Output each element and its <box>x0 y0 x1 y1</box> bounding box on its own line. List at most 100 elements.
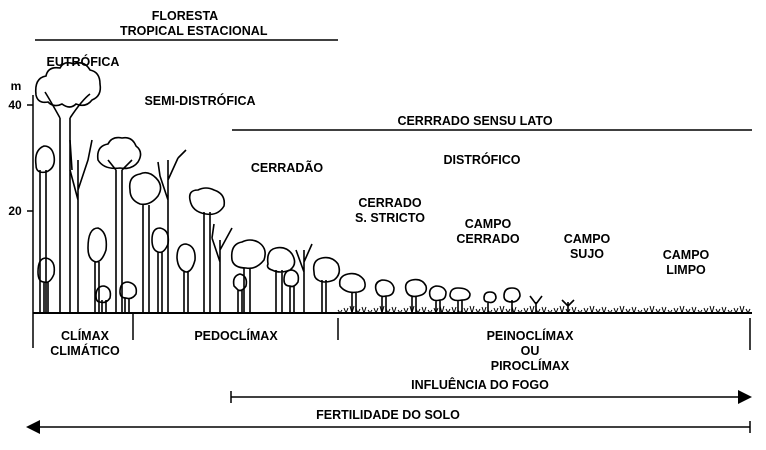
label-campo-sujo: CAMPO SUJO <box>537 232 637 262</box>
cerrado-stricto-line1: CERRADO <box>358 196 422 210</box>
climax-climatico-line1: CLÍMAX <box>61 329 109 343</box>
grass-tuft <box>499 305 505 314</box>
grass-tuft <box>373 307 379 314</box>
height-axis <box>27 95 34 313</box>
tree-stricto-4 <box>428 285 447 313</box>
shrub-campo-2 <box>503 287 521 313</box>
grass-tuft <box>403 307 409 314</box>
tree-stricto-2 <box>374 279 395 313</box>
grass-tuft <box>673 307 679 314</box>
grass-tuft <box>631 306 637 314</box>
grass-tuft <box>463 307 469 314</box>
tree-emergent <box>44 91 91 313</box>
tree-emergent-crown <box>34 61 102 108</box>
forest-trees <box>34 61 575 313</box>
grass-tuft <box>481 306 487 314</box>
grass-tuft <box>547 309 553 314</box>
grass-tuft <box>559 305 565 314</box>
grass-tuft <box>361 306 367 314</box>
shrub-forest-5 <box>176 243 196 313</box>
tree-branched-1 <box>69 139 93 313</box>
grass-tuft <box>475 308 481 314</box>
climax-climatico-line2: CLIMÁTICO <box>50 344 120 358</box>
peinoclimax-line1: PEINOCLÍMAX <box>486 329 574 343</box>
shrub-forest-3 <box>119 281 138 313</box>
grass-tuft <box>637 309 643 314</box>
grass-tuft <box>721 306 727 314</box>
grass-tuft <box>691 306 697 314</box>
label-peinoclimax: PEINOCLÍMAX OU PIROCLÍMAX <box>470 329 590 374</box>
grass-tuft <box>451 306 457 314</box>
campo-cerrado-line2: CERRADO <box>456 232 520 246</box>
grass-tufts <box>337 305 751 314</box>
shrub-campo-3 <box>529 295 543 313</box>
floresta-line2: TROPICAL ESTACIONAL <box>120 24 268 38</box>
label-fertilidade-solo: FERTILIDADE DO SOLO <box>316 408 460 422</box>
floresta-line1: FLORESTA <box>151 9 219 23</box>
grass-tuft <box>709 305 715 314</box>
label-cerradao: CERRADÃO <box>250 161 324 175</box>
axis-unit: m <box>10 79 22 93</box>
grass-tuft <box>661 306 667 314</box>
grass-tuft <box>733 307 739 314</box>
grass-tuft <box>421 306 427 314</box>
label-cerrado-stricto: CERRADO S. STRICTO <box>340 196 440 226</box>
campo-limpo-line2: LIMPO <box>666 263 706 277</box>
grass-tuft <box>571 306 577 314</box>
label-campo-limpo: CAMPO LIMPO <box>636 248 736 278</box>
label-climax-climatico: CLÍMAX CLIMÁTICO <box>35 329 135 359</box>
grass-tuft <box>367 309 373 314</box>
grass-tuft <box>745 308 751 314</box>
grass-tuft <box>739 305 745 314</box>
tree-stricto-3 <box>404 278 428 313</box>
fertilidade-arrow <box>26 420 751 434</box>
grass-tuft <box>643 307 649 314</box>
tree-branched-3 <box>211 223 233 313</box>
axis-tick-20: 20 <box>8 204 22 218</box>
shrub-forest-2 <box>95 285 112 313</box>
grass-tuft <box>613 307 619 314</box>
shrub-campo-1 <box>483 291 497 313</box>
grass-tuft <box>343 307 349 314</box>
label-eutrofica: EUTRÓFICA <box>46 55 120 69</box>
tree-cerradao-3 <box>266 246 296 313</box>
tree-medium-1 <box>128 171 162 313</box>
grass-tuft <box>397 309 403 314</box>
tree-stricto-5 <box>449 287 471 313</box>
grass-tuft <box>337 309 343 314</box>
label-cerrado-sensu-lato: CERRRADO SENSU LATO <box>397 114 553 128</box>
grass-tuft <box>391 306 397 314</box>
shrub-campo-sujo <box>561 299 575 313</box>
grass-tuft <box>595 308 601 314</box>
campo-sujo-line1: CAMPO <box>563 232 611 246</box>
tree-cerradao-2 <box>232 273 248 313</box>
grass-tuft <box>577 309 583 314</box>
tree-cerradao-6 <box>312 256 341 313</box>
peinoclimax-line3: PIROCLÍMAX <box>490 359 570 373</box>
label-influencia-fogo: INFLUÊNCIA DO FOGO <box>411 378 549 392</box>
grass-tuft <box>625 308 631 314</box>
grass-tuft <box>505 308 511 314</box>
grass-tuft <box>583 307 589 314</box>
grass-tuft <box>589 305 595 314</box>
campo-cerrado-line1: CAMPO <box>464 217 512 231</box>
climax-dividers <box>32 313 751 350</box>
grass-tuft <box>553 307 559 314</box>
tree-cerradao-1 <box>230 239 266 313</box>
grass-tuft <box>541 306 547 314</box>
grass-tuft <box>517 309 523 314</box>
tree-left-tall <box>34 145 56 313</box>
grass-tuft <box>523 307 529 314</box>
grass-tuft <box>469 305 475 314</box>
label-campo-cerrado: CAMPO CERRADO <box>438 217 538 247</box>
tree-second <box>107 159 133 313</box>
grass-tuft <box>679 305 685 314</box>
grass-tuft <box>607 309 613 314</box>
grass-tuft <box>445 308 451 314</box>
grass-tuft <box>601 306 607 314</box>
grass-tuft <box>529 305 535 314</box>
peinoclimax-line2: OU <box>520 344 540 358</box>
tree-cerradao-5 <box>295 243 313 313</box>
label-distrofico: DISTRÓFICO <box>443 153 521 167</box>
